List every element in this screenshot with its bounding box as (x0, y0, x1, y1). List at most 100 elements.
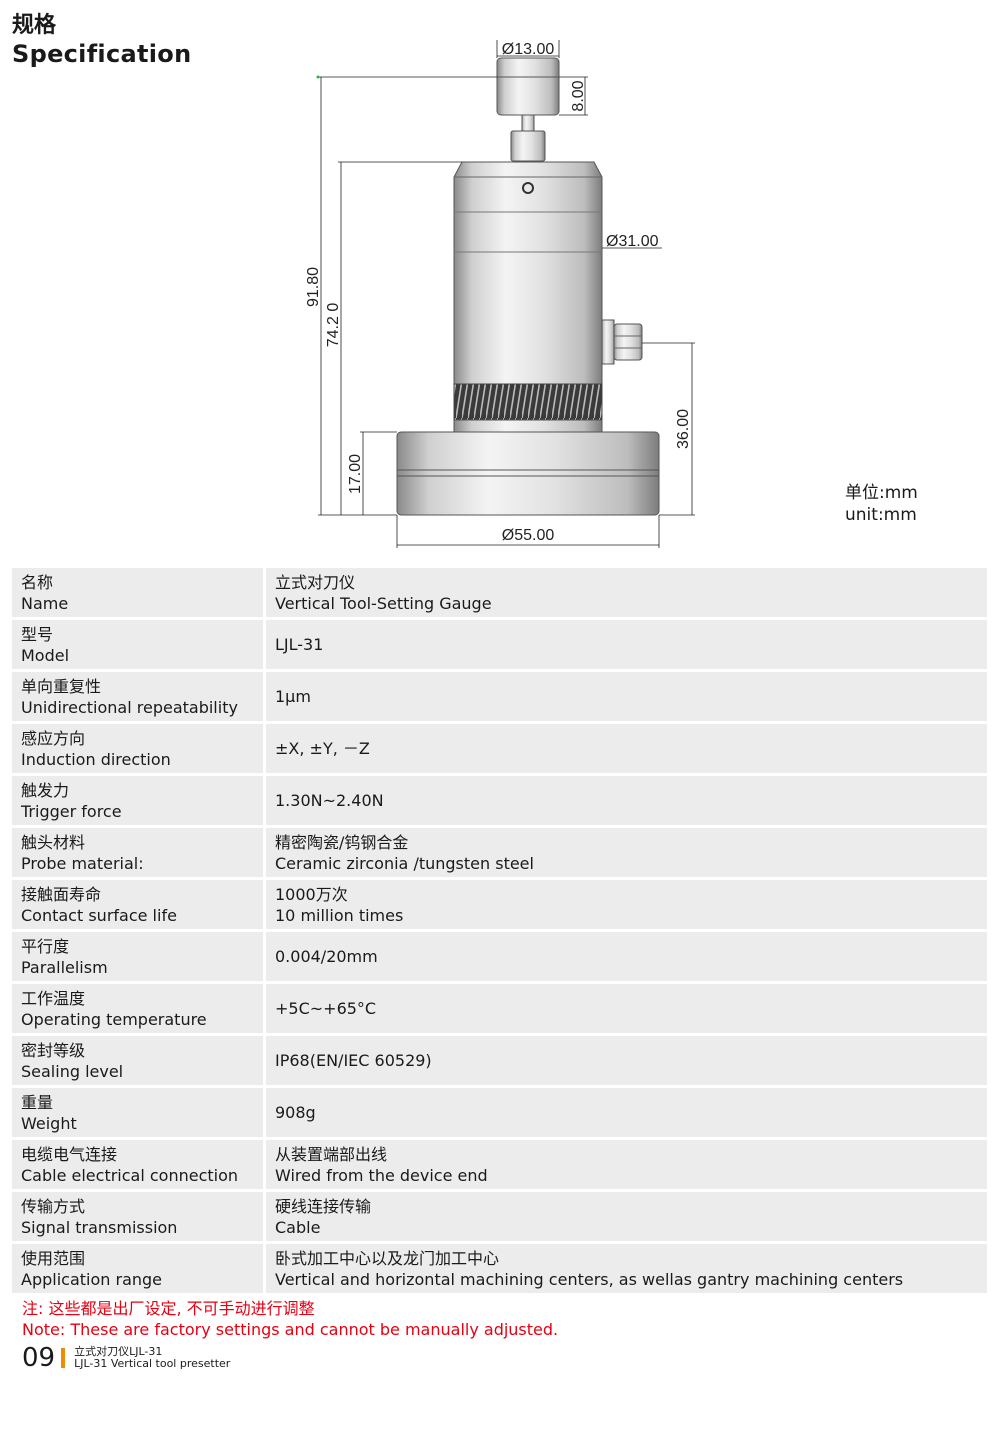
spec-label-en: Sealing level (21, 1061, 124, 1081)
spec-label-en: Contact surface life (21, 905, 177, 925)
title-en: Specification (12, 40, 192, 68)
footer-line-zh: 立式对刀仪LJL-31 (74, 1345, 163, 1358)
spec-value-zh: 从装置端部出线 (275, 1144, 388, 1164)
marker-dot (316, 75, 320, 79)
spec-label-en: Probe material: (21, 853, 144, 873)
dim-body-height: 74.2 0 (325, 303, 342, 348)
spec-value-en: Cable (275, 1217, 321, 1237)
dim-top-diameter: Ø13.00 (502, 41, 555, 58)
spec-label-en: Cable electrical connection (21, 1165, 239, 1185)
dim-base-diameter: Ø55.00 (502, 527, 555, 544)
dim-cable-height: 36.00 (675, 409, 692, 449)
spec-value-zh: 精密陶瓷/钨钢合金 (275, 832, 409, 852)
footer-accent-bar (61, 1348, 66, 1368)
spec-label-en: Name (21, 593, 69, 613)
spec-label-en: Trigger force (21, 801, 122, 821)
spec-value: +5C~+65°C (266, 984, 987, 1033)
unit-label: 单位:mm unit:mm (845, 482, 918, 526)
spec-label-zh: 密封等级 (21, 1040, 86, 1060)
spec-value-zh: 908g (275, 1103, 316, 1122)
spec-label-zh: 接触面寿命 (21, 884, 102, 904)
spec-value-zh: LJL-31 (275, 635, 324, 654)
spec-value-zh: ±X, ±Y, －Z (275, 739, 370, 758)
spec-divider (263, 1036, 266, 1085)
spec-value-zh: 0.004/20mm (275, 947, 378, 966)
spec-label-en: Weight (21, 1113, 77, 1133)
spec-value-zh: 硬线连接传输 (275, 1196, 372, 1216)
spec-value-zh: 1000万次 (275, 884, 348, 904)
spec-value-zh: 1μm (275, 687, 311, 706)
spec-label-zh: 重量 (21, 1092, 54, 1112)
spec-divider (263, 776, 266, 825)
spec-label-zh: 传输方式 (21, 1196, 86, 1216)
stylus-cap (496, 57, 560, 116)
note-zh: 注: 这些都是出厂设定, 不可手动进行调整 (22, 1299, 315, 1318)
spec-value: ±X, ±Y, －Z (266, 724, 987, 773)
spec-label-en: Operating temperature (21, 1009, 207, 1029)
spec-value: IP68(EN/IEC 60529) (266, 1036, 987, 1085)
spec-divider (263, 984, 266, 1033)
spec-value: 0.004/20mm (266, 932, 987, 981)
spec-value: 908g (266, 1088, 987, 1137)
spec-label-zh: 感应方向 (21, 728, 86, 748)
title-zh: 规格 (12, 13, 57, 38)
spec-label-en: Induction direction (21, 749, 171, 769)
main-body (453, 161, 603, 433)
stylus-stem (510, 114, 546, 162)
spec-label-zh: 使用范围 (21, 1248, 86, 1268)
unit-zh: 单位:mm (845, 483, 918, 503)
spec-label-en: Model (21, 645, 70, 665)
dim-body-diameter: Ø31.00 (606, 233, 659, 250)
footer-caption: 立式对刀仪LJL-31 LJL-31 Vertical tool presett… (74, 1346, 230, 1370)
factory-note: 注: 这些都是出厂设定, 不可手动进行调整 Note: These are fa… (22, 1298, 558, 1340)
spec-label-zh: 电缆电气连接 (21, 1144, 118, 1164)
base-plate (396, 431, 660, 516)
technical-drawing: Ø13.00 8.00 Ø31.00 91.80 74.2 0 17.00 36… (305, 40, 695, 548)
spec-value-zh: 卧式加工中心以及龙门加工中心 (275, 1248, 500, 1268)
note-en: Note: These are factory settings and can… (22, 1320, 559, 1339)
spec-value-en: 10 million times (275, 905, 404, 925)
spec-divider (263, 932, 266, 981)
spec-value: LJL-31 (266, 620, 987, 669)
spec-value-zh: IP68(EN/IEC 60529) (275, 1051, 432, 1070)
spec-value-en: Wired from the device end (275, 1165, 488, 1185)
spec-value: 1.30N~2.40N (266, 776, 987, 825)
spec-label-en: Signal transmission (21, 1217, 178, 1237)
unit-en: unit:mm (845, 505, 917, 525)
dim-base-height: 17.00 (347, 454, 364, 494)
spec-label-en: Parallelism (21, 957, 108, 977)
spec-label-zh: 平行度 (21, 936, 70, 956)
dimension-lines (318, 40, 695, 548)
spec-divider (263, 672, 266, 721)
spec-value-en: Vertical and horizontal machining center… (275, 1269, 904, 1289)
spec-value-zh: 立式对刀仪 (275, 572, 356, 592)
spec-value-en: Ceramic zirconia /tungsten steel (275, 853, 534, 873)
page-footer: 09 立式对刀仪LJL-31 LJL-31 Vertical tool pres… (22, 1344, 230, 1372)
